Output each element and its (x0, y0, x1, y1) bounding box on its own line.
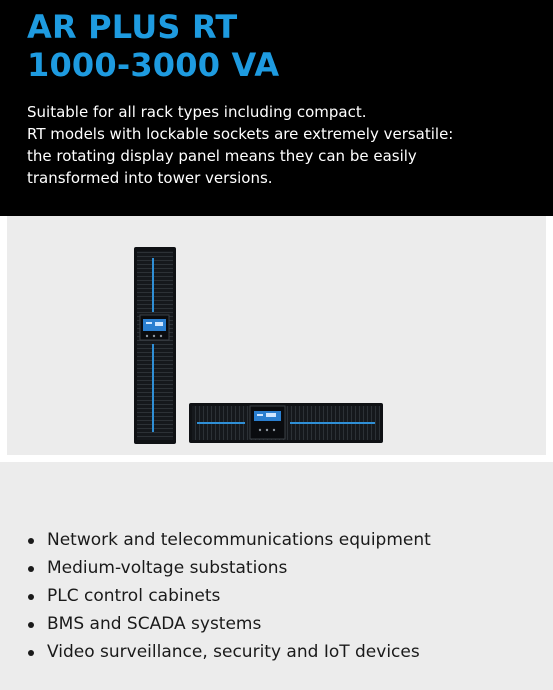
product-description: Suitable for all rack types including co… (27, 101, 547, 189)
page-title: AR PLUS RT 1000-3000 VA (27, 8, 279, 84)
bullet-icon (28, 650, 34, 656)
bullet-icon (28, 566, 34, 572)
tower-ups-unit (134, 247, 176, 444)
rack-ups-unit (189, 403, 383, 443)
bullet-icon (28, 538, 34, 544)
bullet-icon (28, 594, 34, 600)
bullet-icon (28, 622, 34, 628)
list-item: Video surveillance, security and IoT dev… (28, 638, 431, 666)
title-line-1: AR PLUS RT (27, 8, 238, 46)
product-image-panel (7, 216, 546, 455)
description-line: transformed into tower versions. (27, 169, 273, 187)
list-item: Network and telecommunications equipment (28, 526, 431, 554)
applications-list: Network and telecommunications equipment… (28, 526, 431, 666)
product-image (134, 247, 383, 444)
list-item: Medium-voltage substations (28, 554, 431, 582)
list-item: PLC control cabinets (28, 582, 431, 610)
header-section: AR PLUS RT 1000-3000 VA Suitable for all… (0, 0, 553, 216)
description-line: RT models with lockable sockets are extr… (27, 125, 454, 143)
applications-panel: Network and telecommunications equipment… (0, 462, 553, 690)
list-item: BMS and SCADA systems (28, 610, 431, 638)
title-line-2: 1000-3000 VA (27, 46, 280, 84)
description-line: Suitable for all rack types including co… (27, 103, 367, 121)
description-line: the rotating display panel means they ca… (27, 147, 417, 165)
